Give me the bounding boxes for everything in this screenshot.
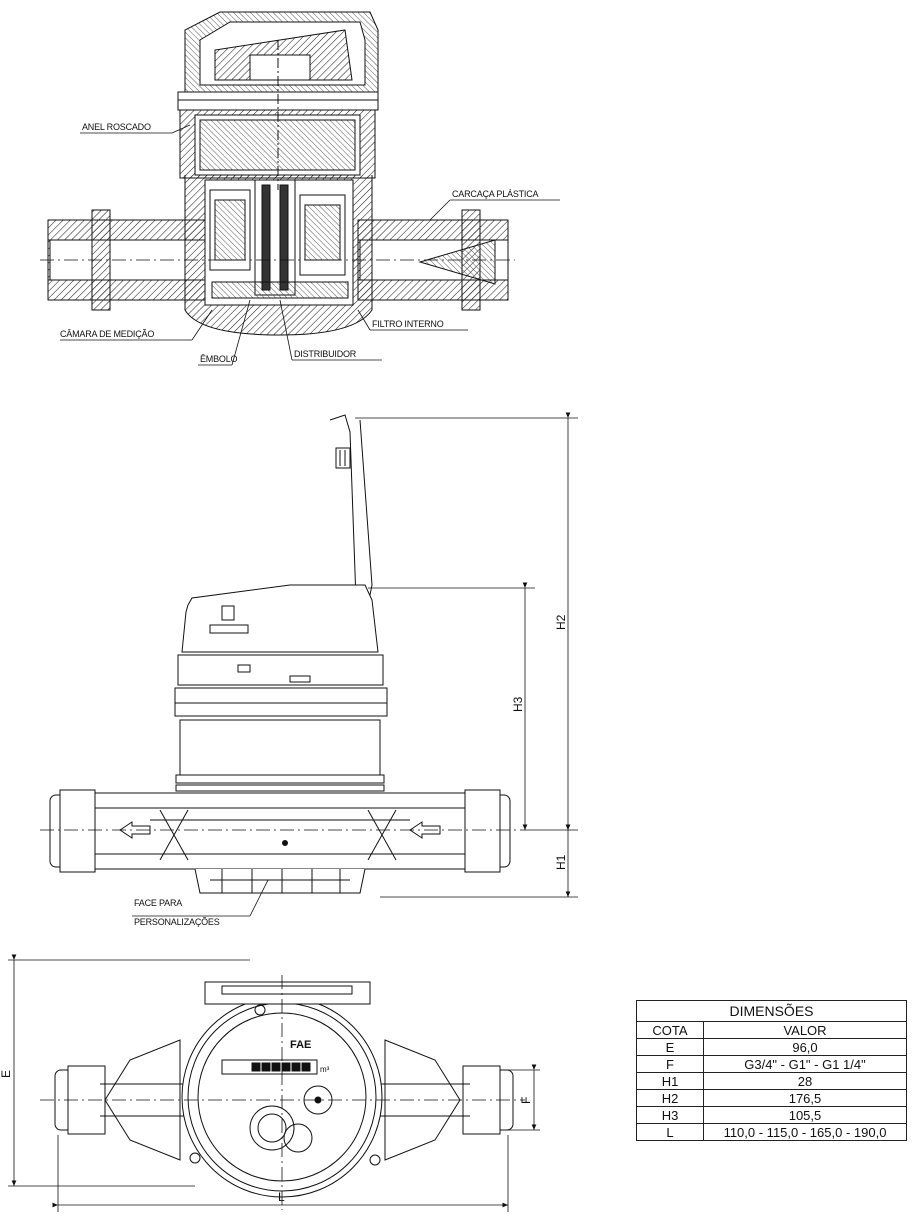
table-row: L 110,0 - 115,0 - 165,0 - 190,0: [636, 1123, 907, 1141]
table-cell-cota: H3: [636, 1106, 704, 1124]
table-header-cota: COTA: [636, 1021, 704, 1039]
dial-brand: FAE: [290, 1039, 311, 1051]
top-view-dimensions: [8, 954, 540, 1212]
label-embolo: ÊMBOLO: [200, 354, 238, 364]
label-face-para: FACE PARA: [134, 898, 182, 908]
table-cell-valor: 105,5: [703, 1106, 907, 1124]
register-section: [177, 11, 379, 190]
table-row: H3 105,5: [636, 1106, 907, 1124]
housing-section: [184, 175, 373, 336]
table-cell-cota: E: [636, 1038, 704, 1056]
dim-h3-label: H3: [511, 696, 525, 712]
label-distribuidor: DISTRIBUIDOR: [294, 349, 357, 359]
table-title-row: DIMENSÕES: [636, 1000, 907, 1022]
dimensions-table: DIMENSÕES COTA VALOR E 96,0 F G3/4" - G1…: [636, 1000, 907, 1141]
table-cell-cota: H1: [636, 1072, 704, 1090]
dim-l-label: L: [278, 1190, 285, 1204]
table-cell-cota: F: [636, 1055, 704, 1073]
dim-f-label: F: [519, 1097, 533, 1104]
dim-h1-label: H1: [554, 854, 568, 870]
table-header-row: COTA VALOR: [636, 1021, 907, 1039]
side-view-dimensions: [355, 412, 578, 898]
label-filtro-interno: FILTRO INTERNO: [372, 319, 444, 329]
open-lid: [329, 414, 373, 601]
section-view: [40, 11, 515, 336]
label-camara-de-medicao: CÂMARA DE MEDIÇÃO: [60, 329, 154, 339]
top-view: [40, 975, 525, 1210]
table-header-valor: VALOR: [703, 1021, 907, 1039]
table-cell-valor: 28: [703, 1072, 907, 1090]
table-row: H2 176,5: [636, 1089, 907, 1107]
table-cell-cota: L: [636, 1123, 704, 1141]
side-view: [40, 414, 520, 894]
table-cell-valor: G3/4" - G1" - G1 1/4": [703, 1055, 907, 1073]
table-cell-valor: 110,0 - 115,0 - 165,0 - 190,0: [703, 1123, 907, 1141]
dim-h2-label: H2: [554, 614, 568, 630]
label-anel-roscado: ANEL ROSCADO: [82, 122, 151, 132]
dim-e-label: E: [0, 1070, 13, 1078]
table-cell-cota: H2: [636, 1089, 704, 1107]
table-cell-valor: 176,5: [703, 1089, 907, 1107]
dial-unit: m³: [320, 1065, 330, 1074]
label-personalizacoes: PERSONALIZAÇÕES: [134, 917, 220, 927]
table-cell-valor: 96,0: [703, 1038, 907, 1056]
table-row: F G3/4" - G1" - G1 1/4": [636, 1055, 907, 1073]
table-title: DIMENSÕES: [636, 1000, 907, 1022]
register-body: [181, 584, 379, 653]
table-row: H1 28: [636, 1072, 907, 1090]
label-carcaca-plastica: CARCAÇA PLÁSTICA: [452, 189, 539, 199]
section-labels: [60, 124, 560, 366]
table-row: E 96,0: [636, 1038, 907, 1056]
